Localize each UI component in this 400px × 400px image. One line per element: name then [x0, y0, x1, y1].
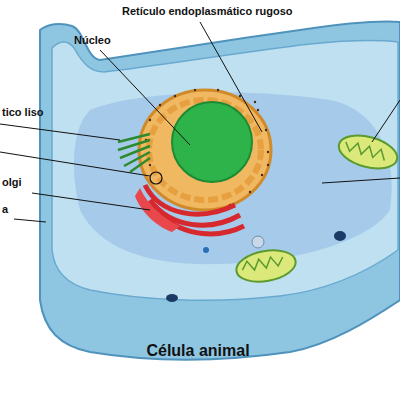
part-label: a — [2, 203, 8, 216]
part-label: Retículo endoplasmático rugoso — [122, 5, 293, 18]
leader-lines — [0, 22, 400, 222]
ribosome-dots — [145, 89, 269, 206]
mitochondrion — [234, 246, 298, 286]
cell-body — [40, 21, 400, 359]
mitochondrion — [335, 130, 400, 175]
part-label: olgi — [2, 176, 22, 189]
cytoplasm — [52, 41, 398, 301]
highlight-circle — [150, 172, 162, 184]
vacuole — [334, 231, 346, 241]
nuclear-envelope — [139, 90, 271, 210]
golgi-apparatus — [145, 185, 244, 234]
part-label: Núcleo — [74, 34, 111, 47]
vesicle — [252, 236, 264, 248]
rough-er — [149, 100, 261, 200]
nucleus — [172, 102, 252, 182]
vesicle — [203, 247, 209, 253]
centrosome — [118, 134, 150, 172]
part-label: tico liso — [2, 106, 44, 119]
caption: Célula animal — [146, 342, 249, 360]
vacuole — [166, 294, 178, 302]
golgi-vesicle-fill — [135, 188, 180, 232]
